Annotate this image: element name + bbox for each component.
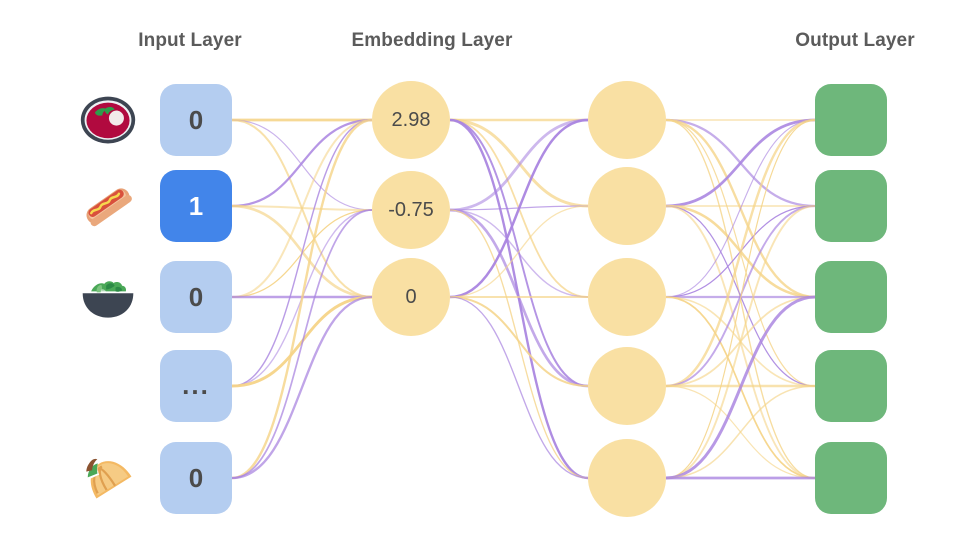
input-node-3[interactable]: 0: [160, 261, 232, 333]
connection-line: [449, 209, 589, 479]
output-node-3[interactable]: [815, 261, 887, 333]
hidden-node-2[interactable]: [588, 167, 666, 245]
connection-line: [449, 118, 589, 212]
output-node-2[interactable]: [815, 170, 887, 242]
input-node-value: 1: [188, 190, 204, 221]
input-node-5[interactable]: 0: [160, 442, 232, 514]
embedding-node-value: 0: [405, 285, 417, 308]
connection-line: [665, 385, 816, 479]
connection-line: [449, 296, 589, 479]
connection-line: [665, 118, 816, 208]
hidden-node-1[interactable]: [588, 81, 666, 159]
connection-line: [231, 118, 373, 299]
hidden-node-3[interactable]: [588, 258, 666, 336]
hidden-node-4[interactable]: [588, 347, 666, 425]
connection-line: [231, 118, 373, 480]
taco-icon: [78, 448, 138, 508]
connection-line: [665, 118, 816, 388]
output-node-5[interactable]: [815, 442, 887, 514]
hidden-node-5[interactable]: [588, 439, 666, 517]
connection-line: [231, 295, 373, 480]
embedding-node-value: -0.75: [388, 198, 434, 221]
output-layer-title: Output Layer: [795, 30, 915, 51]
connection-line: [449, 295, 589, 388]
meat-bowl-icon: [78, 90, 138, 150]
input-node-1[interactable]: 0: [160, 84, 232, 156]
connection-line: [665, 295, 816, 480]
connection-line: [231, 119, 373, 387]
embedding-node-3[interactable]: 0: [372, 258, 450, 336]
embedding-layer-title: Embedding Layer: [351, 30, 513, 51]
connection-line: [231, 209, 373, 479]
input-node-value: 0: [188, 281, 204, 312]
embedding-node-2[interactable]: -0.75: [372, 171, 450, 249]
connection-line: [449, 118, 589, 299]
connection-line: [665, 119, 816, 479]
connection-line: [449, 209, 589, 298]
hot-dog-icon: [78, 176, 138, 236]
input-node-2[interactable]: 1: [160, 170, 232, 242]
input-layer-title: Input Layer: [138, 30, 242, 51]
input-node-value: 0: [188, 462, 204, 493]
output-node-1[interactable]: [815, 84, 887, 156]
connection-line: [231, 118, 373, 208]
salad-bowl-icon: [78, 267, 138, 327]
connection-line: [449, 205, 589, 298]
output-node-4[interactable]: [815, 350, 887, 422]
embedding-node-1[interactable]: 2.98: [372, 81, 450, 159]
embedding-node-value: 2.98: [391, 108, 431, 131]
ellipsis-label: ...: [182, 370, 210, 401]
connection-line: [665, 205, 816, 387]
connection-line: [665, 119, 816, 298]
connection-line: [665, 205, 816, 479]
connection-line: [231, 119, 373, 211]
input-node-4[interactable]: ...: [160, 350, 232, 422]
input-node-value: 0: [188, 104, 204, 135]
